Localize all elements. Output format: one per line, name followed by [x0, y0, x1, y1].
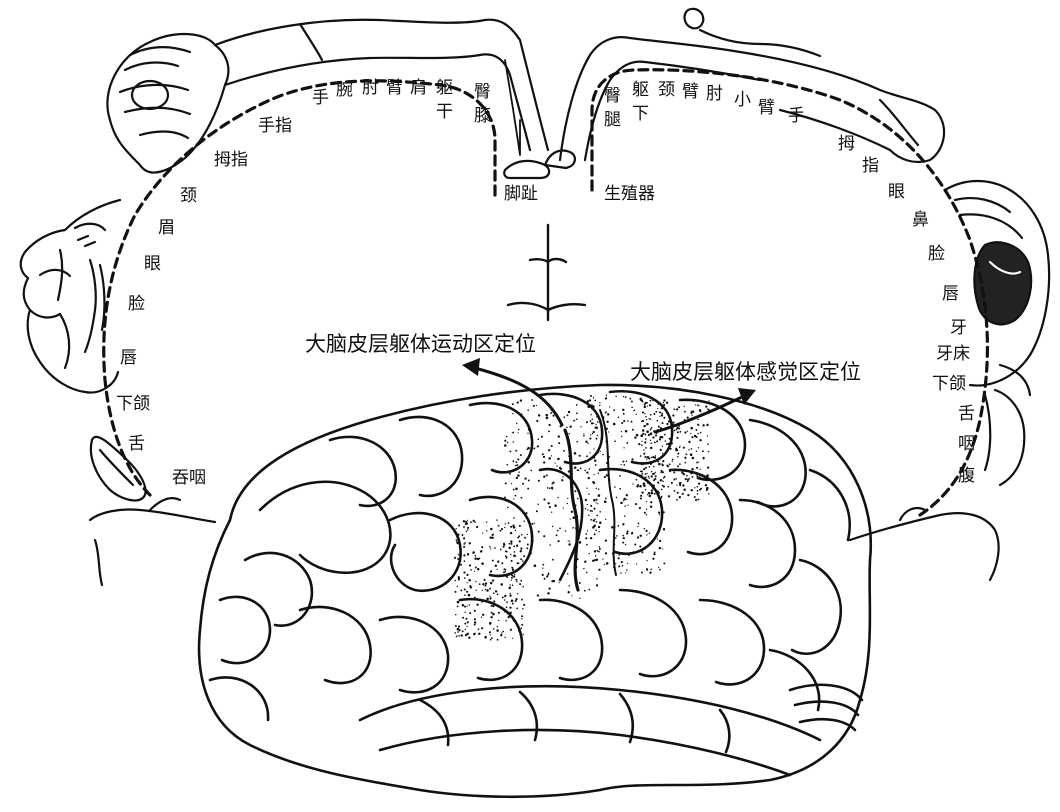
sensory-label-trunk-2: 下 [632, 104, 649, 124]
sensory-label-thumb: 拇 [838, 134, 855, 154]
sensory-label-abdomen: 腹 [958, 466, 975, 486]
sensory-label-hand: 手 [788, 106, 805, 126]
stipple-texture [453, 394, 710, 641]
motor-label-knee: 膝 [474, 106, 491, 126]
motor-cortex-arc [102, 79, 497, 497]
motor-label-fingers: 手指 [258, 116, 292, 136]
sensory-label-gums: 牙床 [936, 344, 970, 364]
motor-label-hip: 臀 [474, 82, 491, 102]
sensory-homunculus-figure [543, 7, 1051, 582]
motor-label-arm: 臂 [386, 78, 403, 98]
motor-label-face: 脸 [128, 294, 145, 314]
sensory-label-finger: 指 [862, 156, 879, 176]
motor-homunculus-figure [19, 18, 551, 587]
sensory-label-eye: 眼 [888, 182, 905, 202]
motor-label-shoulder: 肩 [410, 78, 427, 98]
sensory-label-pharynx: 咽 [958, 434, 975, 454]
sensory-label-genitals: 生殖器 [604, 184, 655, 204]
sensory-label-forearm-1: 小 [734, 90, 751, 110]
sensory-cortex-arc [590, 68, 989, 517]
sensory-label-leg: 腿 [604, 110, 621, 130]
motor-label-lips: 唇 [120, 348, 137, 368]
sensory-arrowhead [738, 388, 756, 405]
sensory-label-arm: 臂 [682, 82, 699, 102]
sensory-label-tongue: 舌 [958, 404, 975, 424]
motor-label-hand: 手 [312, 88, 329, 108]
motor-label-toes: 脚趾 [504, 184, 538, 204]
sensory-label-nose: 鼻 [912, 210, 929, 230]
sensory-label-teeth: 牙 [950, 318, 967, 338]
sensory-label-jaw: 下颌 [932, 374, 966, 394]
sensory-label-lips: 唇 [942, 284, 959, 304]
sensory-label-hip: 臀 [604, 86, 621, 106]
motor-label-trunk-1: 躯 [436, 78, 453, 98]
sensory-label-forearm-2: 臂 [758, 98, 775, 118]
motor-label-tongue: 舌 [128, 434, 145, 454]
sensory-label-trunk-1: 躯 [632, 80, 649, 100]
brain-drawing [197, 383, 873, 799]
sensory-label-neck: 颈 [658, 80, 675, 100]
motor-label-brow: 眉 [158, 218, 175, 238]
motor-label-trunk-2: 干 [436, 102, 453, 122]
motor-label-wrist: 腕 [336, 80, 353, 100]
motor-label-eye: 眼 [144, 254, 161, 274]
motor-pointer-arrow [473, 366, 564, 427]
motor-label-jaw: 下颌 [116, 394, 150, 414]
motor-label-neck: 颈 [180, 186, 197, 206]
motor-label-thumb: 拇指 [214, 150, 248, 170]
sensory-label-face: 脸 [928, 244, 945, 264]
motor-label-swallow: 吞咽 [172, 468, 206, 488]
midline-stem [506, 223, 587, 322]
motor-arrowhead [462, 358, 480, 376]
sensory-label-elbow: 肘 [706, 84, 723, 104]
sensory-area-title: 大脑皮层躯体感觉区定位 [630, 360, 861, 384]
motor-label-elbow: 肘 [362, 78, 379, 98]
motor-area-title: 大脑皮层躯体运动区定位 [305, 332, 536, 356]
sensory-pointer-arrow [653, 395, 744, 434]
